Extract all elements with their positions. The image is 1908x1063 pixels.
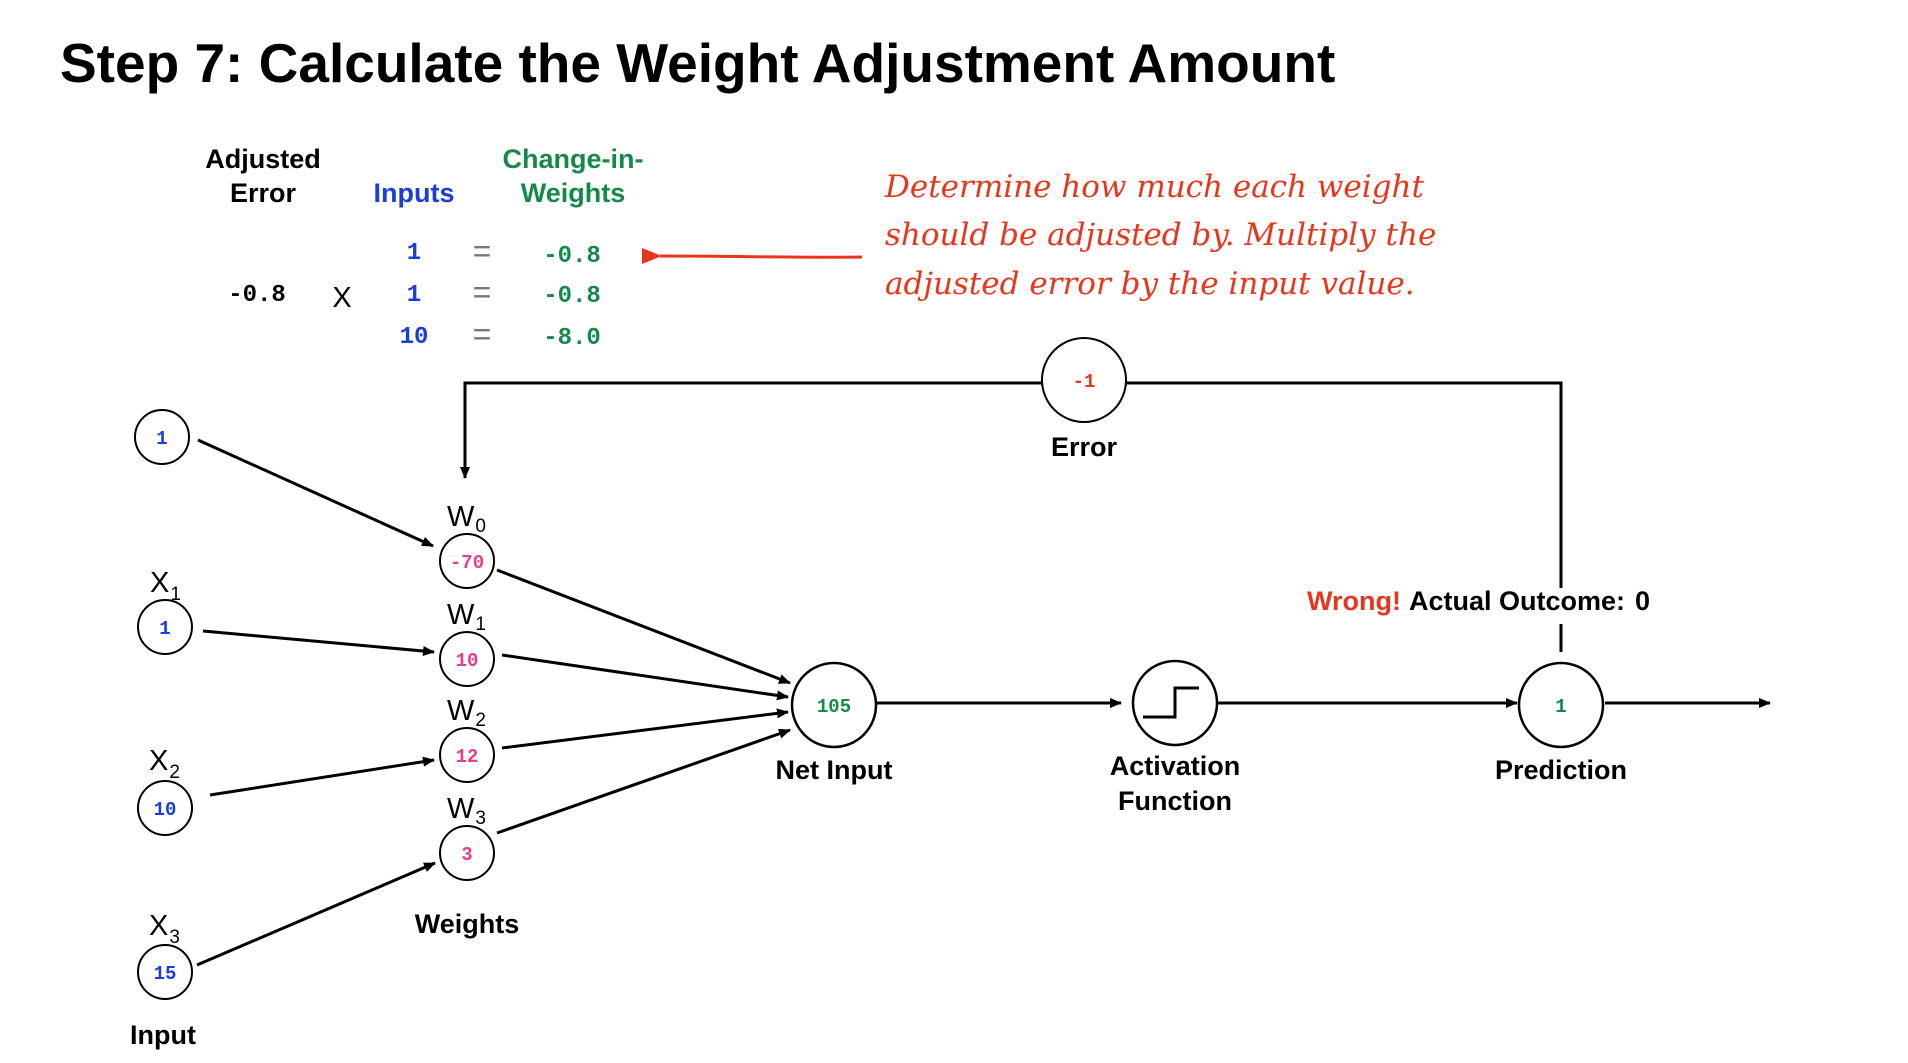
weight-label-3: W3 — [447, 793, 486, 829]
annotation-line-1: Determine how much each weight — [884, 169, 1424, 205]
step-function-icon — [1143, 686, 1199, 719]
annotation-arrow — [641, 247, 863, 264]
weight-node-w1 — [439, 631, 495, 687]
weight-label-1: W1 — [447, 599, 486, 635]
weight-value-0: -70 — [450, 552, 484, 574]
header-change-line1: Change-in- — [503, 144, 644, 174]
input-value-3: 15 — [154, 963, 177, 985]
prediction-node — [1517, 661, 1605, 749]
equals-sign-2: = — [473, 316, 492, 352]
prediction-caption: Prediction — [1495, 755, 1627, 785]
input-node-x1 — [137, 599, 193, 655]
outcome-label: Wrong! Actual Outcome: 0 — [1307, 586, 1650, 616]
edge-w2-net — [501, 708, 789, 750]
edge-input1-w1 — [202, 629, 435, 656]
edge-input2-w2 — [209, 756, 435, 797]
page-title: Step 7: Calculate the Weight Adjustment … — [60, 32, 1335, 94]
weight-node-w0 — [439, 533, 495, 589]
net-input-node — [790, 661, 878, 749]
net-input-value: 105 — [817, 696, 851, 718]
edge-w1-net — [501, 653, 789, 701]
weight-value-2: 12 — [456, 746, 479, 768]
calc-input-2: 10 — [400, 324, 429, 351]
input-label-3: X3 — [149, 910, 180, 948]
weight-node-w3 — [439, 825, 495, 881]
error-feedback-line — [460, 381, 1563, 636]
input-value-1: 1 — [159, 618, 170, 640]
calc-input-1: 1 — [407, 282, 421, 309]
error-node — [1041, 337, 1127, 423]
input-value-0: 1 — [156, 428, 167, 450]
calc-input-0: 1 — [407, 240, 421, 267]
adjusted-error-value: -0.8 — [228, 282, 286, 309]
header-adjusted-error-line1: Adjusted — [205, 144, 321, 174]
calc-change-1: -0.8 — [543, 283, 601, 310]
outcome-label-backdrop — [1490, 588, 1570, 624]
input-caption: Input — [130, 1020, 196, 1050]
input-node-x2 — [137, 780, 193, 836]
edge-input3-w3 — [196, 861, 436, 967]
error-value: -1 — [1073, 371, 1096, 393]
weights-caption: Weights — [415, 909, 520, 939]
activation-caption-line2: Function — [1118, 786, 1232, 816]
input-label-1: X1 — [150, 567, 181, 605]
weight-label-0: W0 — [447, 501, 486, 537]
weight-value-3: 3 — [461, 844, 472, 866]
annotation-line-3: adjusted error by the input value. — [885, 266, 1415, 302]
header-adjusted-error-line2: Error — [230, 178, 297, 208]
prediction-value: 1 — [1555, 696, 1566, 718]
input-node-x3 — [137, 944, 193, 1000]
input-label-2: X2 — [149, 745, 180, 783]
header-inputs: Inputs — [374, 178, 455, 208]
weight-value-1: 10 — [456, 650, 479, 672]
actual-outcome-label: Actual Outcome: — [1409, 586, 1625, 616]
equals-sign-1: = — [473, 274, 492, 310]
net-input-caption: Net Input — [776, 755, 893, 785]
header-change-line2: Weights — [521, 178, 626, 208]
activation-caption-line1: Activation — [1110, 751, 1241, 781]
multiply-sign: X — [332, 282, 351, 314]
weight-label-2: W2 — [447, 695, 486, 731]
annotation-line-2: should be adjusted by. Multiply the — [885, 217, 1436, 253]
actual-outcome-value: 0 — [1635, 586, 1650, 616]
edge-w0-net — [496, 568, 791, 685]
weight-node-w2 — [439, 727, 495, 783]
calc-change-0: -0.8 — [543, 243, 601, 270]
wrong-label: Wrong! — [1307, 586, 1401, 616]
edge-input0-w0 — [197, 438, 434, 548]
error-caption: Error — [1051, 432, 1118, 462]
input-value-2: 10 — [154, 799, 177, 821]
edge-w3-net — [496, 728, 791, 835]
calc-change-2: -8.0 — [543, 325, 601, 352]
input-node-bias — [134, 409, 190, 465]
equals-sign-0: = — [473, 233, 492, 269]
